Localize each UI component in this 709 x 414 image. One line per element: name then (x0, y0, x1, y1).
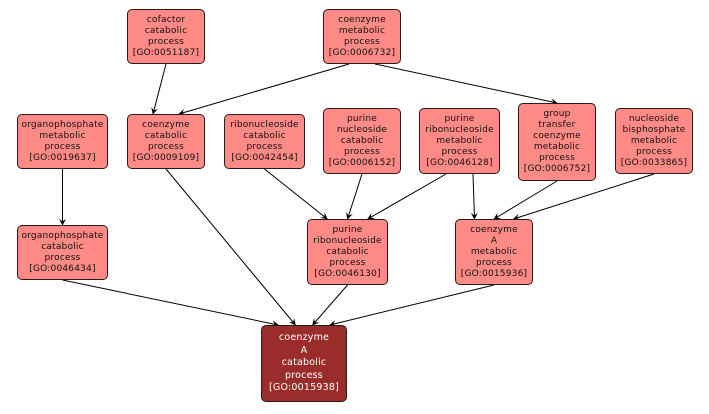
node-go-id: [GO:0033865] (620, 157, 688, 168)
node-label-line: organophosphate (21, 230, 104, 241)
node-label-line: metabolic (338, 25, 386, 36)
edge-n0009109-to-n0015938 (165, 168, 296, 326)
edge-n0046128-to-n0046130 (367, 173, 447, 220)
edge-n0046434-to-n0015938 (62, 279, 279, 328)
node-label-line: nucleoside (336, 124, 388, 135)
node-go-id: [GO:0006152] (328, 157, 396, 168)
node-go-id: [GO:0046434] (29, 263, 96, 274)
node-label-line: organophosphate (21, 119, 104, 130)
node-label-line: A (300, 344, 308, 356)
node-label-line: ribonucleoside (425, 124, 494, 135)
node-go-id: [GO:0015936] (460, 268, 528, 279)
node-label-line: catabolic (144, 130, 188, 141)
node-go-id: [GO:0006732] (328, 47, 396, 58)
node-label-line: process (344, 146, 380, 157)
edge-n0006732-to-n0006752 (374, 63, 558, 106)
node-label-line: purine (332, 224, 363, 235)
node-label-line: process (344, 36, 380, 47)
edge-n0015936-to-n0015938 (329, 284, 495, 327)
edge-n0051187-to-n0009109 (151, 63, 167, 115)
node-label-line: catabolic (340, 135, 384, 146)
edge-n0046128-to-n0015936 (470, 173, 478, 220)
node-label-line: process (636, 146, 672, 157)
node-label-line: process (44, 252, 81, 263)
node-label-line: metabolic (470, 246, 518, 257)
node-label-line: coenzyme (142, 119, 190, 130)
node-label-line: process (329, 257, 366, 268)
node-label-line: purine (444, 113, 475, 124)
node-label-line: A (490, 235, 498, 246)
node-label-line: coenzyme (278, 332, 330, 344)
node-label-line: coenzyme (338, 14, 386, 25)
node-label-line: metabolic (533, 142, 581, 152)
node-go-id: [GO:0046130] (314, 268, 381, 279)
node-label-line: group (543, 109, 571, 119)
node-label-line: process (539, 153, 575, 163)
node-label-line: process (285, 369, 323, 381)
edge-n0033865-to-n0015936 (512, 173, 655, 221)
node-go-id: [GO:0046128] (426, 157, 493, 168)
node-label-line: transfer (538, 120, 576, 130)
edge-n0006732-to-n0009109 (178, 63, 350, 116)
node-label-line: metabolic (39, 130, 86, 141)
node-label-line: process (148, 141, 184, 152)
edge-n0006752-to-n0015936 (493, 180, 558, 220)
edge-n0042454-to-n0046130 (264, 168, 328, 220)
node-go-id: [GO:0051187] (132, 47, 200, 58)
node-label-line: nucleoside (628, 113, 680, 124)
node-label-line: process (44, 141, 81, 152)
edge-n0046130-to-n0015938 (312, 284, 348, 326)
node-label-line: metabolic (630, 135, 678, 146)
node-label-line: bisphosphate (622, 124, 686, 135)
node-go-id: [GO:0019637] (29, 152, 96, 163)
node-label-line: coenzyme (470, 224, 518, 235)
node-label-line: process (441, 146, 478, 157)
node-go-id: [GO:0042454] (231, 152, 298, 163)
node-label-line: ribonucleoside (313, 235, 382, 246)
node-label-line: catabolic (326, 246, 369, 257)
node-go-id: [GO:0015938] (269, 382, 339, 394)
node-label-line: catabolic (281, 357, 327, 369)
node-label-line: process (148, 36, 184, 47)
edge-n0006152-to-n0046130 (346, 173, 363, 220)
node-label-line: ribonucleoside (230, 119, 299, 130)
node-label-line: cofactor (146, 14, 186, 25)
node-label-line: catabolic (144, 25, 188, 36)
node-label-line: catabolic (41, 241, 84, 252)
node-go-id: [GO:0006752] (523, 164, 591, 174)
node-label-line: purine (346, 113, 378, 124)
node-label-line: coenzyme (533, 131, 581, 141)
node-label-line: metabolic (436, 135, 483, 146)
node-label-line: process (246, 141, 283, 152)
node-go-id: [GO:0009109] (132, 152, 200, 163)
node-label-line: catabolic (243, 130, 286, 141)
node-label-line: process (476, 257, 512, 268)
